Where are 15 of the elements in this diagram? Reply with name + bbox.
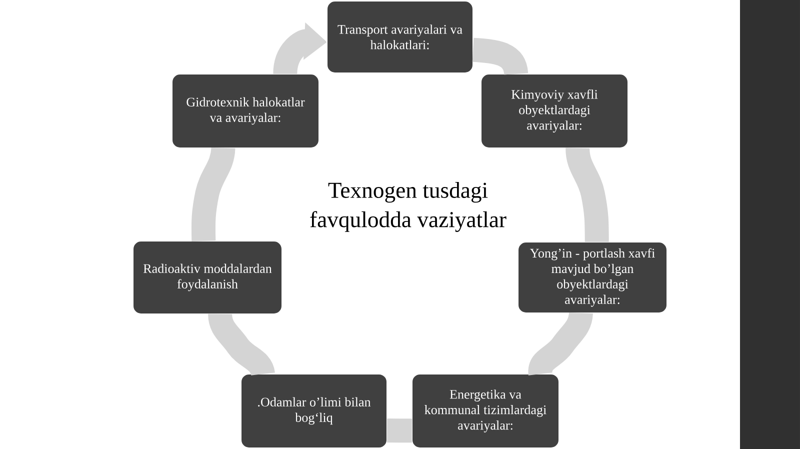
curved-band — [208, 313, 275, 376]
curved-band — [566, 148, 609, 242]
process-box: Kimyoviy xavfli obyektlardagi avariyalar: — [480, 74, 628, 148]
process-box: Transport avariyalari va halokatlari: — [326, 0, 474, 74]
process-box: Yong’in - portlash xavfi mavjud bo’lgan obyektlardagi avariyalar: — [518, 242, 668, 314]
side-bar — [740, 0, 800, 449]
curved-band — [528, 312, 593, 374]
process-box: Gidrotexnik halokatlar va avariyalar: — [172, 74, 320, 148]
title: Texnogen tusdagi favqulodda vaziyatlar — [310, 182, 506, 232]
curved-band — [191, 147, 236, 242]
process-box: Radioaktiv moddalardan foydalanish — [132, 240, 282, 314]
curved-band — [472, 38, 528, 76]
process-box: .Odamlar o’limi bilan bog‘liq — [240, 373, 388, 448]
process-box: Energetika va kommunal tizimlardagi avariyalar: — [412, 373, 560, 448]
curved-band — [387, 418, 412, 443]
